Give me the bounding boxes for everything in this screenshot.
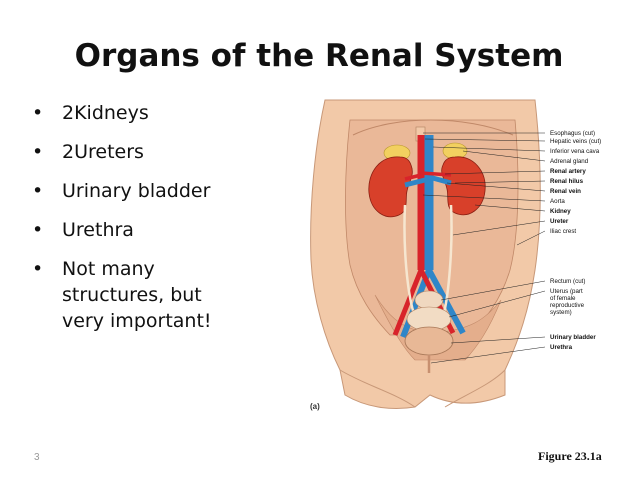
urinary-bladder	[404, 326, 454, 356]
renal-artery-left	[404, 173, 422, 181]
bullet-item: • Not many structures, but very important…	[30, 256, 242, 334]
label-ureter: Ureter	[550, 218, 569, 225]
leg-crease-left	[339, 369, 416, 408]
bullet-list: • 2Kidneys • 2Ureters • Urinary bladder • Ur…	[30, 100, 260, 347]
label-uterus-line3: reproductive	[550, 302, 585, 309]
label-inferior-vena-cava: Inferior vena cava	[550, 148, 600, 155]
bullet-text: Not many structures, but very important!	[62, 258, 212, 332]
label-urinary-bladder: Urinary bladder	[550, 334, 596, 341]
bullet-text: 2Kidneys	[62, 102, 149, 124]
iliac-artery-left	[392, 269, 424, 336]
label-uterus-line4: system)	[550, 309, 572, 316]
bullet-dot: •	[32, 219, 44, 241]
bullet-text: Urinary bladder	[62, 180, 211, 202]
ureter-left	[403, 204, 417, 318]
label-hepatic-veins: Hepatic veins (cut)	[550, 138, 601, 145]
rectum	[414, 290, 444, 310]
label-renal-hilus: Renal hilus	[550, 178, 584, 185]
label-rectum: Rectum (cut)	[550, 278, 585, 285]
bullet-item: • 2Ureters	[30, 139, 260, 165]
ureter-right	[441, 204, 453, 318]
bullet-dot: •	[32, 258, 44, 280]
slide-title: Organs of the Renal System	[74, 38, 564, 74]
label-renal-artery: Renal artery	[550, 168, 586, 175]
label-uterus-line2: of female	[550, 295, 576, 302]
renal-vein-left	[404, 176, 430, 188]
diaphragm	[352, 119, 514, 136]
label-kidney: Kidney	[550, 208, 571, 215]
label-urethra: Urethra	[550, 344, 573, 351]
renal-artery-right	[420, 171, 452, 177]
leader-lines	[422, 132, 546, 364]
renal-system-illustration: Esophagus (cut) Hepatic veins (cut) Infe…	[310, 99, 601, 409]
label-uterus: Uterus (part	[550, 288, 583, 295]
label-aorta: Aorta	[550, 198, 565, 205]
bullet-item: • 2Kidneys	[30, 100, 260, 126]
kidney-left	[368, 156, 413, 218]
label-adrenal-gland: Adrenal gland	[550, 158, 589, 165]
bullet-item: • Urinary bladder	[30, 178, 260, 204]
renal-vein-right	[428, 174, 452, 186]
label-renal-vein: Renal vein	[550, 188, 581, 195]
bullet-text: Urethra	[62, 219, 134, 241]
bullet-item: • Urethra	[30, 217, 260, 243]
figure-caption: Figure 23.1a	[538, 449, 602, 463]
bullet-dot: •	[32, 180, 44, 202]
label-iliac-crest: Iliac crest	[550, 228, 576, 235]
bullet-text: 2Ureters	[62, 141, 144, 163]
bullet-dot: •	[32, 141, 44, 163]
page-number: 3	[34, 452, 40, 463]
label-esophagus: Esophagus (cut)	[550, 130, 595, 137]
leg-crease-right	[444, 369, 506, 408]
bullet-dot: •	[32, 102, 44, 124]
figure-panel-label: (a)	[310, 402, 320, 411]
